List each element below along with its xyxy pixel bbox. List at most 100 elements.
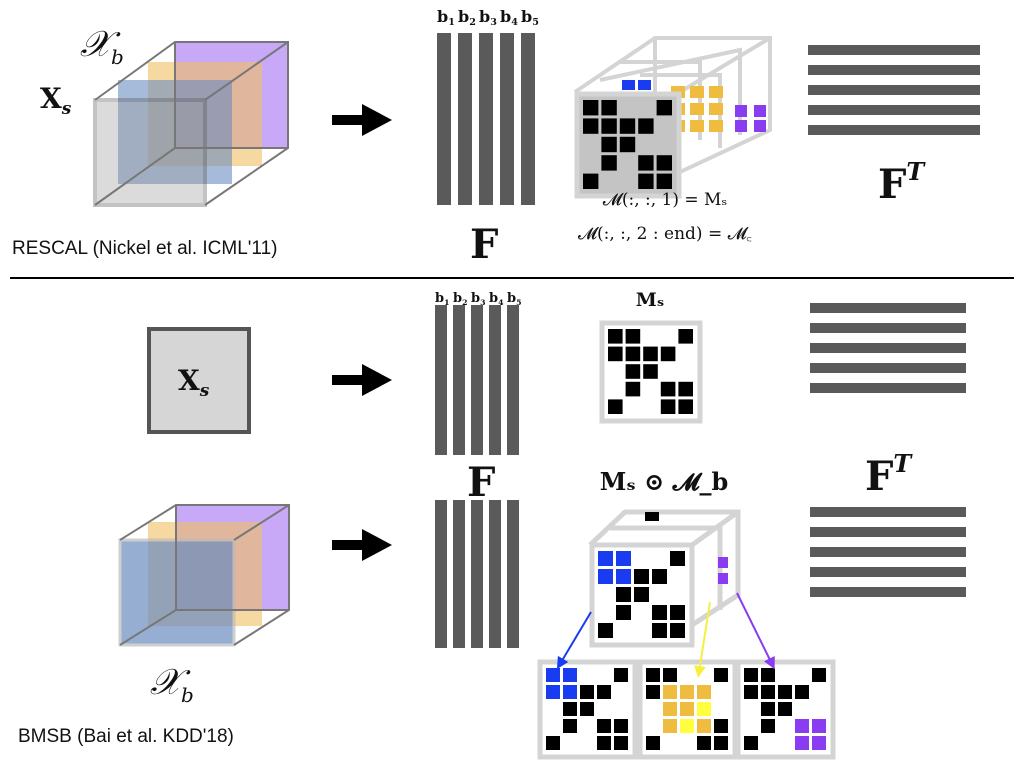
matrix-cell: [656, 173, 672, 189]
matrix-cell: [625, 346, 641, 362]
factor-row: [810, 303, 966, 313]
matrix-cell: [812, 736, 826, 750]
matrix-cell: [795, 719, 809, 733]
factor-column: [521, 33, 535, 205]
matrix-cell: [660, 346, 676, 362]
matrix-cell: [580, 685, 594, 699]
matrix-cell: [580, 702, 594, 716]
matrix-cell: [663, 685, 677, 699]
basis-label: b3: [479, 7, 497, 28]
factor-column: [453, 500, 465, 648]
matrix-cell: [598, 551, 613, 566]
factor-row: [810, 323, 966, 333]
matrix-cell: [614, 668, 628, 682]
arrow-blue: [556, 611, 592, 670]
matrix-cell: [643, 346, 658, 362]
matrix-cell: [795, 685, 809, 699]
matrix-cell: [678, 329, 693, 344]
factor-column: [437, 33, 451, 205]
basis-subscript: 5: [516, 298, 521, 307]
matrix-cell: [546, 668, 560, 682]
matrix-cell: [597, 719, 611, 733]
arrow-head-icon: [362, 529, 392, 561]
basis-subscript: 1: [448, 17, 455, 28]
matrix-cell: [625, 329, 641, 344]
matrix-cell: [660, 381, 676, 397]
matrix-cell: [608, 346, 623, 362]
factor-row: [810, 547, 966, 557]
matrix-cell: [563, 702, 577, 716]
basis-subscript: 3: [490, 17, 497, 28]
matrix-cell: [697, 736, 711, 750]
xs-label-top: Xs: [40, 82, 72, 119]
matrix-cell: [697, 719, 711, 733]
caption-line-1: 𝓜(:, :, 1) = Mₛ: [603, 190, 727, 210]
basis-label: b3: [471, 291, 486, 307]
matrix-cell: [601, 136, 617, 153]
purple-cell: [718, 557, 728, 568]
factor-column: [453, 305, 465, 455]
yellow-cell: [709, 103, 723, 115]
xs-matrix: [147, 327, 251, 434]
matrix-cell: [646, 668, 660, 682]
factor-row: [808, 125, 980, 135]
factor-row: [808, 45, 980, 55]
yellow-cell: [709, 86, 723, 98]
factor-column: [507, 305, 519, 455]
factor-row: [808, 85, 980, 95]
basis-label: b1: [435, 291, 450, 307]
yellow-cell: [709, 120, 723, 132]
matrix-cell: [680, 685, 694, 699]
matrix-cell: [697, 685, 711, 699]
factor-column: [471, 305, 483, 455]
core-tensor-top: [573, 36, 772, 199]
matrix-cell: [583, 100, 599, 116]
factor-column: [500, 33, 514, 205]
factor-column: [489, 500, 501, 648]
purple-cell: [754, 105, 766, 117]
masked-core-tensor: [588, 509, 741, 648]
factor-row: [810, 587, 966, 597]
factor-matrix-ft-bottom-2: [810, 507, 966, 597]
matrix-cell: [614, 736, 628, 750]
matrix-cell: [646, 736, 660, 750]
arrow-head-icon: [362, 364, 392, 396]
matrix-cell: [608, 399, 623, 414]
purple-cell: [754, 120, 766, 132]
matrix-cell: [625, 364, 641, 379]
factor-column: [479, 33, 493, 205]
purple-cell: [735, 120, 747, 132]
matrix-cell: [778, 685, 792, 699]
matrix-cell: [678, 399, 693, 414]
matrix-cell: [583, 173, 599, 189]
matrix-cell: [598, 623, 613, 638]
matrix-cell: [646, 685, 660, 699]
tensor-cube-top: [93, 41, 289, 207]
matrix-cell: [744, 685, 758, 699]
ft-label-top: FT: [878, 157, 926, 208]
matrix-cell: [563, 719, 577, 733]
f-label-top: F: [470, 221, 498, 268]
matrix-cell: [714, 668, 728, 682]
matrix-cell: [761, 668, 775, 682]
f-label-bottom: F: [467, 459, 495, 506]
factor-column: [471, 500, 483, 648]
matrix-cell: [660, 399, 676, 414]
matrix-cell: [812, 719, 826, 733]
matrix-cell: [616, 569, 631, 584]
ms-matrix: [599, 320, 703, 424]
factor-column: [458, 33, 472, 205]
matrix-cell: [761, 685, 775, 699]
matrix-cell: [625, 381, 641, 397]
yellow-cell: [690, 120, 704, 132]
xb-label-bottom: 𝒳b: [150, 662, 194, 707]
matrix-cell: [697, 702, 711, 716]
matrix-cell: [744, 736, 758, 750]
matrix-cell: [678, 381, 693, 397]
yellow-cell: [690, 86, 704, 98]
matrix-cell: [795, 736, 809, 750]
basis-subscript: 2: [462, 298, 467, 307]
purple-cell: [718, 573, 728, 584]
